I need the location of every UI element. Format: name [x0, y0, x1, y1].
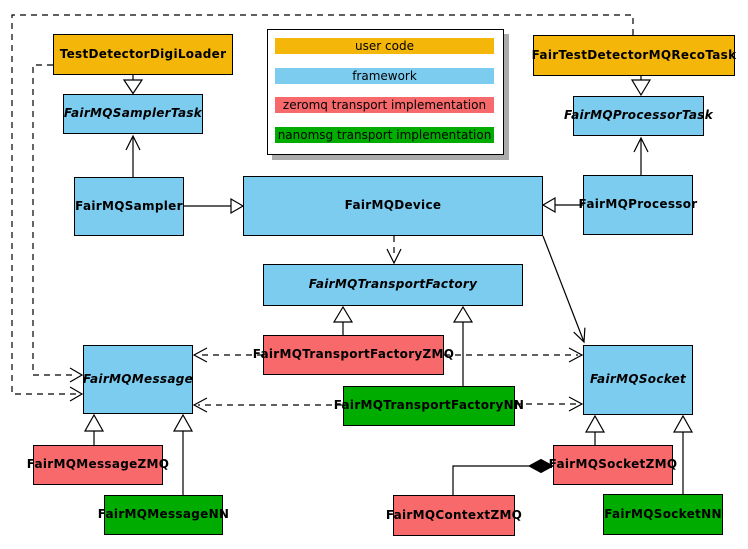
node-fairmqprocessor[interactable]: FairMQProcessor [579, 175, 697, 235]
edge-sampler-device [184, 197, 245, 215]
edge-digiloader-message [32, 64, 84, 383]
node-fairmqsampler[interactable]: FairMQSampler [74, 177, 184, 236]
edge-factoryzmq-factory [332, 305, 354, 335]
edge-digiloader-samplertask [122, 75, 144, 95]
node-fairmqsocket[interactable]: FairMQSocket [583, 345, 693, 415]
edge-processor-device [541, 196, 583, 214]
edge-socketnn-socket [672, 414, 694, 494]
edge-factorynn-message [192, 397, 343, 413]
edge-recotask-processortask [630, 76, 652, 97]
node-fairmqprocessortask[interactable]: FairMQProcessorTask [564, 96, 713, 136]
edge-socketzmq-socket [584, 414, 606, 445]
node-fairmqtransportfactorynn[interactable]: FairMQTransportFactoryNN [334, 386, 524, 426]
node-fairmqdevice[interactable]: FairMQDevice [243, 176, 543, 236]
edge-factorynn-socket [515, 396, 584, 412]
node-testdetectordigiloader[interactable]: TestDetectorDigiLoader [53, 34, 233, 75]
edge-sampler-samplertask [125, 134, 141, 177]
node-fairmqsocketnn[interactable]: FairMQSocketNN [603, 494, 723, 535]
edge-processor-processortask [633, 136, 649, 175]
edge-device-socket [542, 235, 586, 344]
legend-item-framework: framework [275, 68, 494, 84]
node-fairmqtransportfactory[interactable]: FairMQTransportFactory [263, 264, 523, 306]
node-fairmqmessage[interactable]: FairMQMessage [83, 345, 193, 414]
node-fairmqmessagenn[interactable]: FairMQMessageNN [98, 495, 229, 535]
node-fairmqcontextzmq[interactable]: FairMQContextZMQ [386, 495, 522, 536]
edge-contextzmq-socketzmq [452, 458, 555, 495]
node-fairmqtransportfactoryzmq[interactable]: FairMQTransportFactoryZMQ [253, 335, 454, 375]
edge-factorynn-factory [452, 305, 474, 386]
edge-recotask-message [11, 14, 634, 402]
node-fairmqsocketzmq[interactable]: FairMQSocketZMQ [549, 445, 677, 485]
edge-factoryzmq-message [192, 347, 263, 363]
edge-factoryzmq-socket [444, 347, 584, 363]
node-fairmqmessagezmq[interactable]: FairMQMessageZMQ [27, 445, 169, 485]
node-fairtestdetectormqrecotask[interactable]: FairTestDetectorMQRecoTask [532, 35, 736, 76]
legend: user code framework zeromq transport imp… [267, 29, 504, 155]
legend-item-zeromq: zeromq transport implementation [275, 97, 494, 113]
legend-item-user-code: user code [275, 38, 494, 54]
edge-messagezmq-message [83, 413, 105, 445]
edge-messagenn-message [172, 413, 194, 495]
node-fairmqsamplertask[interactable]: FairMQSamplerTask [63, 94, 203, 134]
legend-item-nanomsg: nanomsg transport implementation [275, 127, 494, 143]
edge-device-transportfactory [386, 236, 402, 265]
